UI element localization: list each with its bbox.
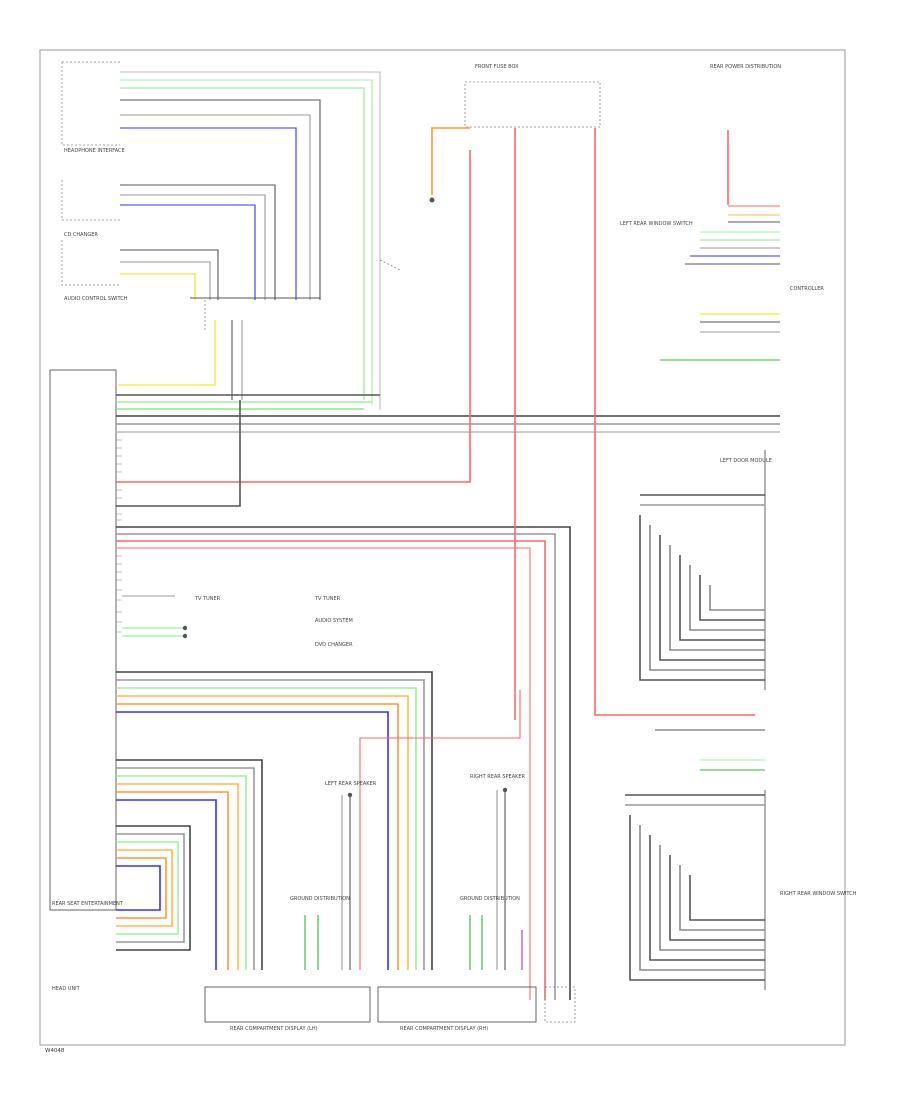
connector-tags: TV TUNER (122, 595, 221, 639)
legend: TV TUNER AUDIO SYSTEM DVD CHANGER (314, 596, 353, 648)
speaker-terminal (502, 787, 508, 793)
center-connector (118, 300, 243, 400)
controller-label: CONTROLLER (790, 286, 824, 292)
ground-left-label: GROUND DISTRIBUTION (290, 896, 350, 902)
legend-item-1: TV TUNER (314, 596, 341, 602)
head-unit-label: HEAD UNIT (52, 986, 81, 992)
top-left-wires (120, 71, 381, 410)
headphone-label: HEADPHONE INTERFACE (64, 148, 125, 154)
lower-left-bus (116, 759, 263, 970)
right-rear-window-label: RIGHT REAR WINDOW SWITCH (780, 891, 857, 897)
right-speaker-label: RIGHT REAR SPEAKER (470, 774, 526, 780)
rear-displays: REAR COMPARTMENT DISPLAY (LH) REAR COMPA… (204, 986, 576, 1032)
ground-right-label: GROUND DISTRIBUTION (460, 896, 520, 902)
front-fuse-box: FRONT FUSE BOX (379, 64, 755, 720)
rear-display-label: REAR SEAT ENTERTAINMENT (52, 901, 124, 907)
terminal-dot (182, 633, 188, 639)
page-number: W4048 (45, 1048, 65, 1054)
cd-changer-label: CD CHANGER (64, 232, 98, 238)
right-speaker: RIGHT REAR SPEAKER GROUND DISTRIBUTION (460, 774, 526, 970)
top-left-components: HEADPHONE INTERFACE CD CHANGER AUDIO CON… (61, 61, 128, 302)
legend-item-2: AUDIO SYSTEM (315, 618, 353, 624)
legend-item-3: DVD CHANGER (315, 642, 353, 648)
left-rear-window-label: LEFT REAR WINDOW SWITCH (620, 221, 693, 227)
rear-fuse-label: REAR POWER DISTRIBUTION (710, 64, 781, 70)
left-door-module-label: LEFT DOOR MODULE (720, 458, 772, 464)
left-speaker-label: LEFT REAR SPEAKER (325, 781, 377, 787)
audio-control-label: AUDIO CONTROL SWITCH (64, 296, 128, 302)
ground-terminal (429, 197, 435, 203)
front-fuse-label: FRONT FUSE BOX (475, 64, 519, 70)
loop-wires (116, 825, 191, 951)
rear-display-lh-label: REAR COMPARTMENT DISPLAY (LH) (230, 1026, 318, 1032)
lower-bus (116, 671, 521, 970)
right-connectors-top: CONTROLLER LEFT REAR WINDOW SWITCH (620, 205, 824, 361)
terminal-dot (182, 625, 188, 631)
right-harness-upper: LEFT DOOR MODULE (639, 450, 772, 690)
left-speaker: LEFT REAR SPEAKER GROUND DISTRIBUTION (290, 781, 377, 970)
rear-display-module: REAR SEAT ENTERTAINMENT HEAD UNIT (49, 369, 124, 992)
diagram-frame (39, 49, 846, 1046)
tag-label: TV TUNER (194, 596, 221, 602)
rear-display-rh-label: REAR COMPARTMENT DISPLAY (RH) (400, 1026, 488, 1032)
right-harness-lower: RIGHT REAR WINDOW SWITCH (625, 729, 857, 990)
speaker-terminal (347, 792, 353, 798)
rear-fuse: REAR POWER DISTRIBUTION (710, 64, 781, 205)
module-pins (116, 150, 780, 1000)
pin-ticks (116, 439, 122, 633)
